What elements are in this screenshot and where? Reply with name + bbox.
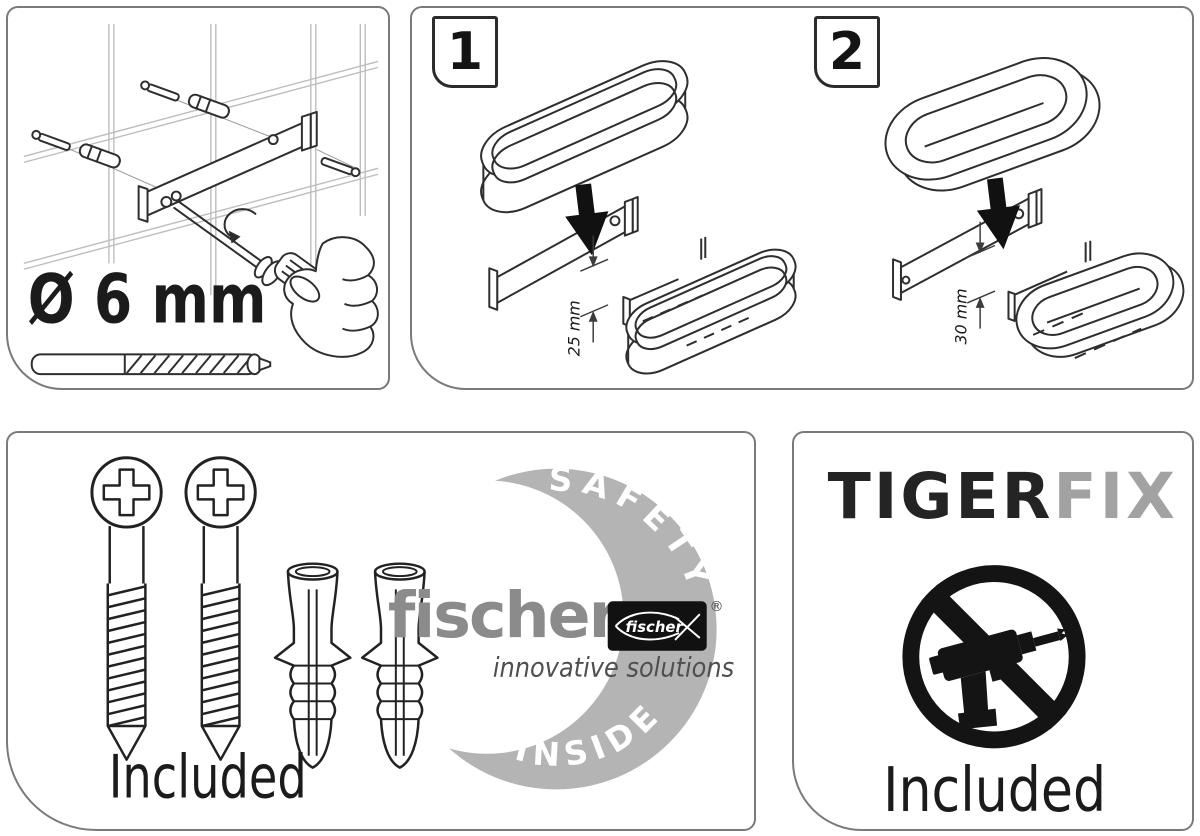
oval-ring-icon bbox=[873, 44, 1111, 204]
fischer-fish-logo: fischer bbox=[607, 601, 707, 651]
fixings-included-label: Included bbox=[109, 743, 307, 812]
fischer-wordmark: fischer bbox=[388, 578, 621, 652]
panel-included-fixings: Included SAFETY INSIDE f bbox=[6, 431, 756, 831]
step-1-number-box: 1 bbox=[432, 16, 498, 88]
down-arrow-icon bbox=[565, 183, 609, 256]
tray-icon bbox=[473, 51, 696, 222]
tigerfix-wordmark: TIGERFIX bbox=[828, 459, 1178, 533]
step-2-number: 2 bbox=[828, 22, 866, 82]
step1-depth-label: 25 mm bbox=[564, 300, 583, 356]
step1-measure bbox=[580, 235, 609, 343]
step2-illustration: 30 mm bbox=[873, 44, 1192, 367]
tigerfix-wordmark-black: TIGER bbox=[828, 459, 1054, 533]
tray-mounted bbox=[620, 237, 803, 382]
screws-and-plugs bbox=[31, 80, 361, 178]
prohibition-slash bbox=[921, 584, 1067, 730]
tigerfix-included-label: Included bbox=[883, 755, 1106, 826]
no-drill-icon bbox=[902, 565, 1086, 749]
included-screws bbox=[90, 456, 257, 762]
screw-icon bbox=[31, 129, 71, 151]
panel-tigerfix: TIGERFIX Included bbox=[792, 431, 1194, 831]
wall-plug-icon bbox=[78, 143, 121, 169]
drill-diameter-label: Ø 6 mm bbox=[28, 260, 267, 339]
screw-icon bbox=[320, 157, 361, 178]
registered-mark: ® bbox=[710, 599, 724, 615]
tigerfix-wordmark-gray: FIX bbox=[1053, 459, 1178, 533]
fischer-logo: SAFETY INSIDE fischer fischer ® bbox=[388, 460, 734, 790]
wall-bracket bbox=[488, 196, 639, 311]
oval-ring-mounted bbox=[1007, 241, 1192, 368]
step2-depth-label: 30 mm bbox=[951, 288, 970, 344]
panel-mounting-steps: 1 2 bbox=[410, 6, 1194, 390]
step-2-number-box: 2 bbox=[814, 16, 880, 88]
step2-measure bbox=[966, 221, 996, 329]
fischer-tagline: innovative solutions bbox=[493, 651, 734, 683]
rotate-arrow-icon bbox=[223, 208, 257, 237]
step-1-number: 1 bbox=[446, 22, 484, 82]
fish-script-text: fischer bbox=[626, 618, 685, 636]
panel-drilling: Ø 6 mm bbox=[6, 6, 390, 390]
screw-icon bbox=[140, 80, 180, 102]
hand-icon bbox=[283, 236, 379, 358]
step1-illustration: 25 mm bbox=[473, 51, 802, 382]
crescent-shape bbox=[395, 468, 717, 790]
drill-bit-icon bbox=[30, 353, 272, 376]
tigerfix-illustration: TIGERFIX Included bbox=[828, 459, 1178, 826]
fixings-illustration: Included SAFETY INSIDE f bbox=[90, 456, 734, 812]
mounting-strip bbox=[137, 110, 318, 223]
drilling-illustration: Ø 6 mm bbox=[23, 23, 379, 376]
down-arrow-icon bbox=[976, 177, 1021, 250]
wall-plug-icon bbox=[187, 93, 230, 119]
mounting-steps-illustration: 25 mm bbox=[412, 8, 1192, 388]
